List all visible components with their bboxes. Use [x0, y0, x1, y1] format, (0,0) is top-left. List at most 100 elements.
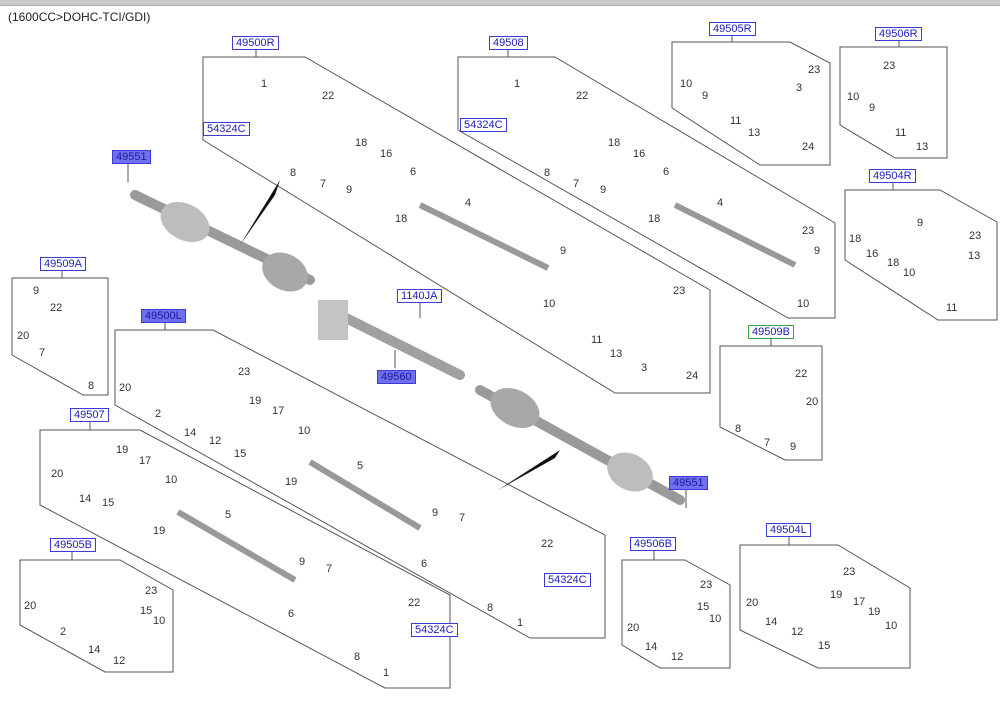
part-number: 20: [51, 468, 64, 480]
callout-49551-right[interactable]: 49551: [112, 150, 151, 164]
part-number: 17: [139, 455, 152, 467]
callout-49500l[interactable]: 49500L: [141, 309, 186, 323]
part-number: 8: [290, 167, 297, 179]
shaft-4-right: [673, 202, 797, 268]
shaft-5-lower: [176, 509, 297, 583]
callout-49509b[interactable]: 49509B: [748, 325, 794, 339]
shaft-4-upper: [418, 202, 550, 271]
part-number: 1: [514, 78, 521, 90]
part-number: 10: [543, 298, 556, 310]
part-number: 19: [153, 525, 166, 537]
part-number: 9: [600, 184, 607, 196]
callout-54324c-49508[interactable]: 54324C: [460, 118, 507, 132]
callout-1140ja[interactable]: 1140JA: [397, 289, 442, 303]
part-number: 11: [946, 302, 958, 314]
part-number: 23: [238, 366, 251, 378]
part-number: 6: [663, 166, 670, 178]
part-number: 16: [866, 248, 879, 260]
part-number: 9: [814, 245, 821, 257]
part-number: 18: [887, 257, 900, 269]
part-number: 11: [730, 115, 742, 127]
kit-frame-49504r: [844, 189, 998, 321]
part-number: 11: [895, 127, 907, 139]
part-number: 15: [140, 605, 153, 617]
part-number: 5: [225, 509, 232, 521]
callout-49551-left[interactable]: 49551: [669, 476, 708, 490]
part-number: 19: [116, 444, 129, 456]
part-number: 15: [697, 601, 710, 613]
part-number: 9: [346, 184, 353, 196]
part-number: 12: [671, 651, 684, 663]
callout-49504l[interactable]: 49504L: [766, 523, 811, 537]
part-number: 20: [806, 396, 819, 408]
part-number: 22: [795, 368, 808, 380]
part-number: 7: [39, 347, 46, 359]
callout-49509a[interactable]: 49509A: [40, 257, 86, 271]
part-number: 7: [764, 437, 771, 449]
part-number: 13: [916, 141, 929, 153]
part-number: 9: [33, 285, 40, 297]
top-border-bar: [0, 0, 1000, 6]
part-number: 1: [261, 78, 268, 90]
callout-49504r[interactable]: 49504R: [869, 169, 916, 183]
kit-frame-49506b: [621, 559, 731, 669]
callout-49508[interactable]: 49508: [489, 36, 528, 50]
part-number: 10: [680, 78, 693, 90]
part-number: 18: [648, 213, 661, 225]
part-number: 22: [322, 90, 335, 102]
part-number: 23: [883, 60, 896, 72]
callout-49560[interactable]: 49560: [377, 370, 416, 384]
part-number: 3: [641, 362, 648, 374]
part-number: 15: [102, 497, 115, 509]
part-number: 23: [700, 579, 713, 591]
part-number: 22: [50, 302, 63, 314]
kit-frame-49508: [457, 56, 836, 319]
callout-54324c-49507[interactable]: 54324C: [411, 623, 458, 637]
part-number: 8: [354, 651, 361, 663]
callout-49507[interactable]: 49507: [70, 408, 109, 422]
part-number: 20: [17, 330, 30, 342]
part-number: 22: [576, 90, 589, 102]
part-number: 12: [791, 626, 804, 638]
part-number: 18: [355, 137, 368, 149]
part-number: 23: [808, 64, 821, 76]
part-number: 17: [272, 405, 285, 417]
part-number: 13: [610, 348, 623, 360]
kit-frame-49509a: [11, 277, 109, 396]
part-number: 6: [410, 166, 417, 178]
callout-49506b[interactable]: 49506B: [630, 537, 676, 551]
part-number: 9: [432, 507, 439, 519]
callout-49500r[interactable]: 49500R: [232, 36, 279, 50]
callout-54324c-l[interactable]: 54324C: [544, 573, 591, 587]
part-number: 9: [702, 90, 709, 102]
part-number: 9: [299, 556, 306, 568]
shaft-5-middle: [308, 459, 422, 531]
part-number: 19: [868, 606, 881, 618]
callout-49506r[interactable]: 49506R: [875, 27, 922, 41]
callout-49505b[interactable]: 49505B: [50, 538, 96, 552]
part-number: 9: [917, 217, 924, 229]
part-number: 7: [573, 178, 580, 190]
kit-frame-49509b: [719, 345, 823, 461]
callout-49505r[interactable]: 49505R: [709, 22, 756, 36]
part-number: 20: [627, 622, 640, 634]
part-number: 14: [88, 644, 101, 656]
part-number: 23: [969, 230, 982, 242]
kit-frame-49506r: [839, 46, 948, 159]
part-number: 20: [746, 597, 759, 609]
part-number: 1: [517, 617, 524, 629]
part-number: 10: [847, 91, 860, 103]
part-number: 19: [285, 476, 298, 488]
part-number: 11: [591, 334, 603, 346]
part-number: 2: [155, 408, 162, 420]
part-number: 8: [735, 423, 742, 435]
part-number: 13: [968, 250, 981, 262]
part-number: 23: [145, 585, 158, 597]
kit-frame-49500l: [114, 329, 606, 639]
callout-54324c-r[interactable]: 54324C: [203, 122, 250, 136]
part-number: 14: [765, 616, 778, 628]
part-number: 8: [88, 380, 95, 392]
part-number: 7: [326, 563, 333, 575]
part-number: 17: [853, 596, 866, 608]
